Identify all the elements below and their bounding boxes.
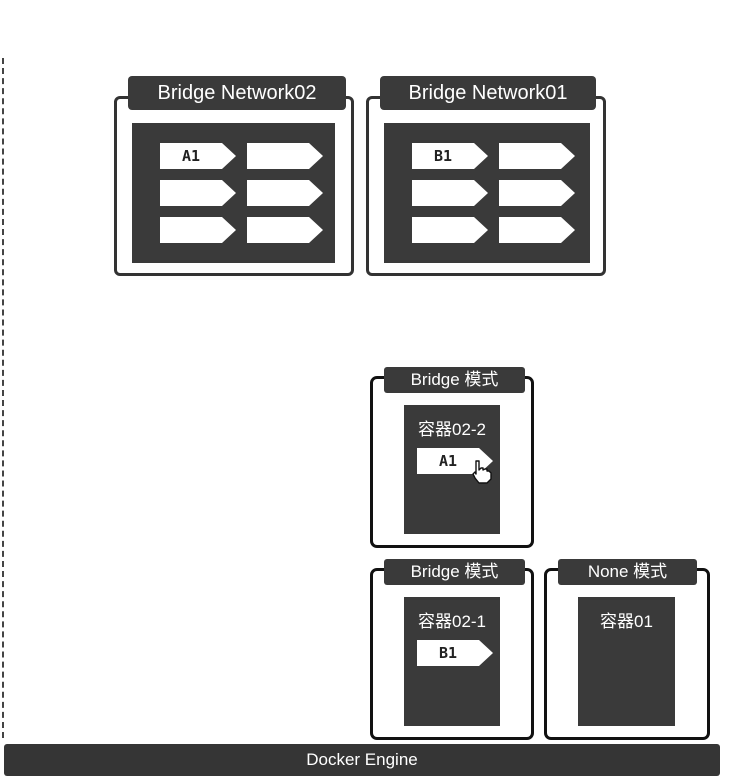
network02-inner-panel: A1 [132, 123, 335, 263]
container-port-A1: A1 [417, 448, 493, 474]
bridge-network02-title: Bridge Network02 [128, 76, 346, 110]
bridge-network02-box: A1 [114, 96, 354, 276]
bridge-network01-title: Bridge Network01 [380, 76, 596, 110]
bridge-mode-title-upper: Bridge 模式 [384, 367, 525, 393]
network-port [160, 180, 236, 206]
network-port [247, 180, 323, 206]
network-port-B1: B1 [412, 143, 488, 169]
port-label: A1 [181, 147, 201, 165]
container-port-B1: B1 [417, 640, 493, 666]
network-port [412, 180, 488, 206]
container-02-1: 容器02-1 B1 [404, 597, 500, 726]
network-port [499, 217, 575, 243]
port-label: B1 [433, 147, 453, 165]
container-01: 容器01 [578, 597, 675, 726]
none-mode-box: 容器01 [544, 568, 710, 740]
hand-pointer-icon [472, 460, 492, 484]
network-port [499, 180, 575, 206]
bridge-mode-title-lower: Bridge 模式 [384, 559, 525, 585]
container-label: 容器02-1 [417, 612, 487, 631]
network-port [247, 143, 323, 169]
container-label: 容器01 [600, 612, 653, 631]
bridge-mode-box-lower: 容器02-1 B1 [370, 568, 534, 740]
bridge-network01-box: B1 [366, 96, 606, 276]
host-boundary-dashed-line [2, 58, 4, 738]
bridge-mode-box-upper: 容器02-2 A1 [370, 376, 534, 548]
none-mode-title: None 模式 [558, 559, 697, 585]
container-label: 容器02-2 [417, 420, 487, 439]
network01-inner-panel: B1 [384, 123, 590, 263]
port-label: A1 [438, 452, 458, 470]
network-port [160, 217, 236, 243]
network-port [247, 217, 323, 243]
container-02-2: 容器02-2 A1 [404, 405, 500, 534]
network-port [499, 143, 575, 169]
network-port [412, 217, 488, 243]
port-label: B1 [438, 644, 458, 662]
docker-engine-bar: Docker Engine [4, 744, 720, 776]
network-port-A1: A1 [160, 143, 236, 169]
